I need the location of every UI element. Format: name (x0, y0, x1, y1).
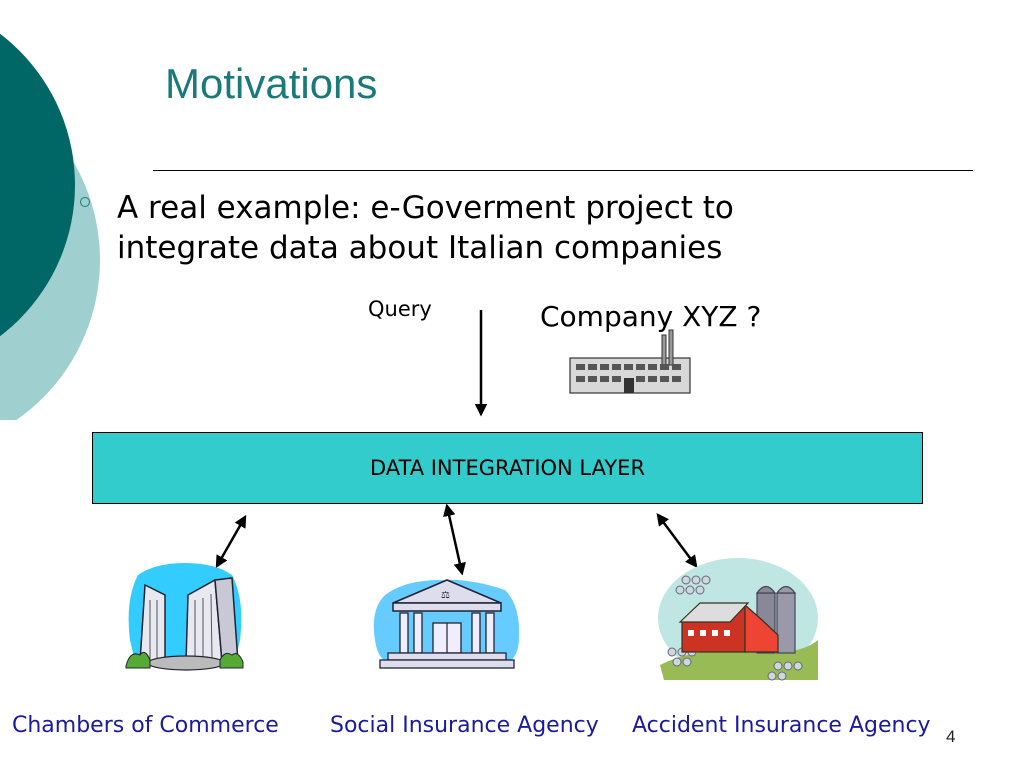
title-divider (153, 170, 973, 171)
arrow-social (443, 503, 466, 576)
slide-number: 4 (946, 727, 956, 746)
data-integration-layer-label: DATA INTEGRATION LAYER (369, 456, 646, 480)
bullet-text: A real example: e-Goverment project to i… (117, 190, 734, 266)
slide-title: Motivations (165, 60, 378, 107)
courthouse-icon: ⚖ (373, 579, 520, 669)
bullet-marker (80, 197, 90, 207)
data-integration-layer-box: DATA INTEGRATION LAYER (92, 432, 923, 504)
source-label-chambers: Chambers of Commerce (12, 713, 279, 738)
farm-barn-icon (658, 558, 818, 681)
company-label: Company XYZ ? (540, 300, 762, 333)
arrow-chambers (215, 514, 247, 569)
svg-text:⚖: ⚖ (441, 590, 450, 601)
background-decoration (0, 33, 100, 420)
source-label-accident: Accident Insurance Agency (632, 713, 931, 738)
factory-icon (569, 329, 691, 394)
source-label-social: Social Insurance Agency (330, 713, 599, 738)
deco-circle-dark (0, 33, 75, 337)
city-buildings-icon (125, 563, 244, 671)
arrow-accident (656, 512, 698, 569)
query-label: Query (368, 297, 432, 321)
